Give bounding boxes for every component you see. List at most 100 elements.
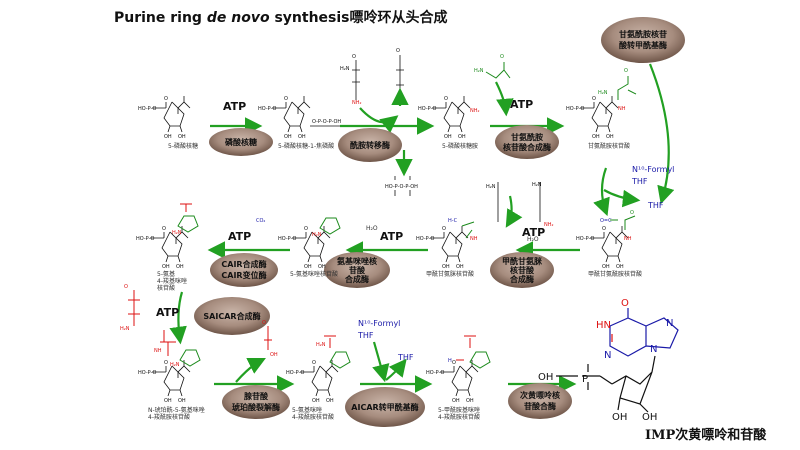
- imp-n-2: N: [666, 318, 673, 329]
- svg-text:H-C: H-C: [448, 218, 458, 224]
- imp-oxygen: O: [621, 298, 629, 309]
- compound-3-label: 5-磷酸核糖胺: [442, 142, 478, 150]
- svg-text:O: O: [624, 68, 628, 74]
- enzyme-3-line-2: 核苷酸合成酶: [503, 142, 551, 152]
- enzyme-1-line-1: 磷酸核糖: [225, 137, 257, 147]
- title-suffix: synthesis嘌呤环从头合成: [269, 10, 448, 26]
- imp-hn: HN: [596, 320, 611, 331]
- enzyme-9-line-2: 琥珀酸裂解酶: [232, 402, 280, 412]
- co2-label: CO₂: [256, 218, 265, 224]
- atp-1: ATP: [223, 100, 246, 113]
- compound-8: H₂N 5-氨基 4-羧基咪唑 核苷酸: [135, 203, 199, 292]
- imp-phosphorus: P: [582, 374, 588, 385]
- svg-text:H₂N: H₂N: [532, 182, 542, 188]
- svg-text:NH₂: NH₂: [544, 222, 554, 228]
- compound-9: NH H₂N N-琥珀酰-5-氨基咪唑 4-羧酰胺核苷酸: [137, 330, 205, 421]
- imp-n-3: N: [650, 344, 657, 355]
- svg-text:H₂N: H₂N: [172, 230, 182, 236]
- cofactor-n10formyl-bot: N¹⁰-Formyl: [358, 319, 400, 328]
- enzyme-3-line-1: 甘氨酰胺: [511, 132, 543, 142]
- svg-text:H₂N: H₂N: [474, 68, 484, 74]
- imp-n-1: N: [604, 350, 611, 361]
- compound-7-label: 5-氨基咪唑核苷酸: [290, 270, 338, 278]
- compound-11-label-a: 5-甲酰胺基咪唑: [438, 406, 480, 414]
- compound-11-label-b: 4-羧酰胺核苷酸: [438, 413, 480, 421]
- svg-text:H₂N: H₂N: [120, 326, 130, 332]
- atp-5: ATP: [228, 230, 251, 243]
- svg-text:H₂N: H₂N: [316, 342, 326, 348]
- svg-text:H₂N: H₂N: [312, 232, 322, 238]
- enzyme-11-line-2: 苷酸合酶: [524, 401, 556, 411]
- enzyme-4-line-1: 甘氨酰胺核苷: [619, 29, 667, 39]
- svg-text:H₂N: H₂N: [598, 90, 608, 96]
- glycine-structure: H₂N O: [474, 54, 511, 79]
- compound-5: O=C O NH 甲酰甘氨酰胺核苷酸: [575, 210, 642, 278]
- svg-text:NH₂: NH₂: [352, 100, 362, 106]
- enzyme-6-line-2: 苷酸: [349, 265, 366, 275]
- svg-text:OH: OH: [270, 352, 278, 358]
- cofactor-thf-top-a: THF: [631, 177, 648, 186]
- compound-1: 5-磷酸核糖: [137, 95, 198, 150]
- compound-10: H₂N 5-氨基咪唑 4-羧酰胺核苷酸: [285, 335, 351, 421]
- title-italic: de novo: [206, 10, 270, 26]
- compound-9-label-a: N-琥珀酰-5-氨基咪唑: [148, 406, 205, 414]
- enzyme-7-line-1: CAIR合成酶: [221, 259, 266, 269]
- enzyme-5: 甲酰甘氨脒 核苷酸 合成酶: [490, 252, 554, 288]
- atp-4: ATP: [380, 230, 403, 243]
- compound-8-label-a: 5-氨基: [157, 270, 175, 278]
- svg-text:O: O: [352, 54, 356, 60]
- svg-text:O=C: O=C: [600, 218, 612, 224]
- compound-2-label: 5-磷酸核糖-1-焦磷酸: [278, 142, 334, 150]
- svg-text:NH₂: NH₂: [470, 108, 480, 114]
- cofactor-n10formyl-top: N¹⁰-Formyl: [632, 165, 674, 174]
- svg-text:H: H: [448, 358, 452, 364]
- enzyme-11: 次黄嘌呤核 苷酸合酶: [508, 383, 572, 419]
- glutamine-structure: H₂N O NH₂ O: [340, 48, 404, 106]
- compound-8-label-c: 核苷酸: [157, 284, 175, 292]
- enzyme-2: 酰胺转移酶: [338, 128, 402, 162]
- enzyme-9: 腺苷酸 琥珀酸裂解酶: [222, 385, 290, 419]
- enzyme-5-line-2: 核苷酸: [510, 265, 535, 275]
- svg-text:O: O: [396, 48, 400, 54]
- atp-3: ATP: [522, 226, 545, 239]
- enzyme-5-line-3: 合成酶: [509, 274, 534, 284]
- enzyme-1: 磷酸核糖: [209, 128, 273, 156]
- h2o-b: H₂O: [366, 225, 378, 232]
- atp-6: ATP: [156, 306, 179, 319]
- compound-4-label: 甘氨酰胺核苷酸: [588, 142, 630, 150]
- svg-text:H₂N: H₂N: [340, 66, 350, 72]
- imp-ho: OH: [538, 372, 553, 383]
- title-prefix: Purine ring: [114, 10, 207, 26]
- cofactor-thf-bot-b: THF: [397, 353, 414, 362]
- imp-structure: O HN N N N P OH OH OH: [538, 298, 679, 423]
- svg-text:H₂N: H₂N: [170, 362, 180, 368]
- svg-text:O: O: [500, 54, 504, 60]
- compound-8-label-b: 4-羧基咪唑: [157, 277, 187, 285]
- imp-oh-2: OH: [642, 412, 657, 423]
- svg-text:O: O: [630, 210, 634, 216]
- imp-oh-1: OH: [612, 412, 627, 423]
- enzyme-5-line-1: 甲酰甘氨脒: [502, 256, 543, 266]
- compound-2: O-P-O-P-OH 5-磷酸核糖-1-焦磷酸: [257, 95, 341, 150]
- svg-text:NH: NH: [618, 106, 626, 112]
- svg-text:O: O: [262, 320, 266, 326]
- compound-6-label-a: 甲酰甘氨脒核苷酸: [426, 270, 474, 278]
- compound-7: H₂N 5-氨基咪唑核苷酸: [277, 217, 341, 278]
- enzyme-6-line-3: 合成酶: [344, 274, 369, 284]
- svg-text:NH: NH: [470, 236, 478, 242]
- diagram-title: Purine ring de novo synthesis嘌呤环从头合成: [114, 7, 448, 27]
- glutamine-structure-2: H₂N H₂N NH₂: [486, 182, 554, 228]
- compound-11: H 5-甲酰胺基咪唑 4-羧酰胺核苷酸: [425, 335, 491, 421]
- fumarate-structure: O OH: [262, 320, 278, 358]
- svg-text:NH: NH: [154, 348, 162, 354]
- svg-text:NH: NH: [624, 236, 632, 242]
- enzyme-6: 氨基咪唑核 苷酸 合成酶: [324, 252, 390, 288]
- enzyme-10-line-1: AICAR转甲酰基酶: [351, 402, 418, 412]
- h2o-a: H₂O: [527, 236, 539, 243]
- compound-5-label: 甲酰甘氨酰胺核苷酸: [588, 270, 642, 278]
- enzyme-10: AICAR转甲酰基酶: [345, 387, 425, 427]
- enzyme-7: CAIR合成酶 CAIR变位酶: [210, 253, 278, 287]
- svg-text:O: O: [124, 284, 128, 290]
- enzyme-8-line-1: SAICAR合成酶: [203, 311, 260, 321]
